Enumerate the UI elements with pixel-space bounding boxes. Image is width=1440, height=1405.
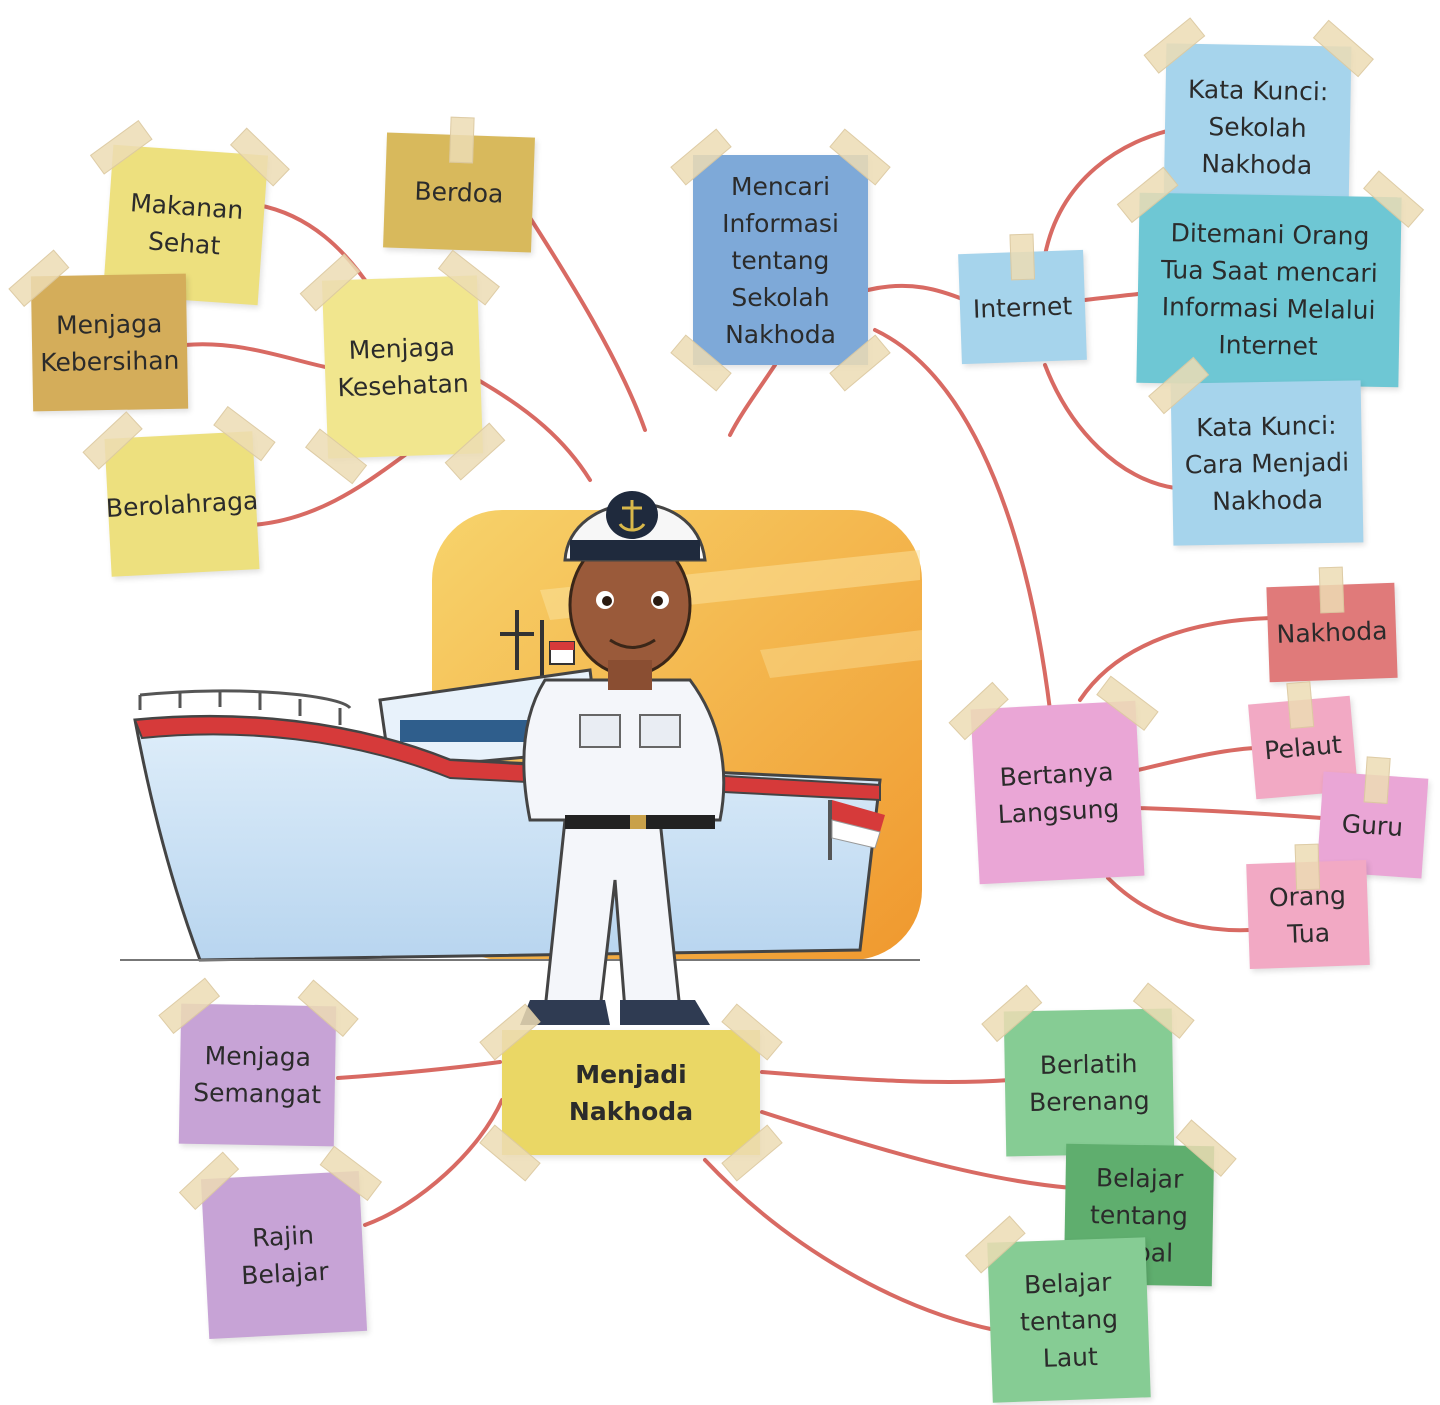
connector-makanan-to-kesehatan xyxy=(256,203,374,292)
note-label: Mencari Informasi tentang Sekolah Nakhod… xyxy=(722,171,839,349)
note-nakhoda: Nakhoda xyxy=(1266,566,1398,683)
tape xyxy=(1318,566,1345,614)
note-label: Menjaga Kebersihan xyxy=(40,308,180,377)
connector-center-to-semangat xyxy=(336,1060,502,1080)
connector-center-to-berenang xyxy=(760,1070,1012,1084)
connector-internet-to-kunci-sekolah xyxy=(1043,126,1182,257)
note-label: Pelaut xyxy=(1263,729,1343,766)
connector-bertanya-to-pelaut xyxy=(1136,746,1257,772)
note-label: Makanan Sehat xyxy=(129,188,245,261)
note-label: Belajar tentang Laut xyxy=(1019,1267,1119,1373)
note-berolahraga: Berolahraga xyxy=(82,405,276,577)
center-note-menjadi-nakhoda: Menjadi Nakhoda xyxy=(479,1003,783,1182)
connector-berdoa-to-center xyxy=(523,208,647,432)
note-belajar-laut: Belajar tentang Laut xyxy=(964,1215,1151,1403)
captain-ship-illustration xyxy=(120,491,922,1025)
note-label: Menjaga Semangat xyxy=(193,1041,322,1110)
note-menjaga-semangat: Menjaga Semangat xyxy=(158,977,359,1147)
note-label: Kata Kunci: Sekolah Nakhoda xyxy=(1187,74,1329,180)
connector-internet-to-ditemani xyxy=(1083,292,1140,302)
note-orang-tua: Orang Tua xyxy=(1246,843,1370,970)
note-menjaga-kebersihan: Menjaga Kebersihan xyxy=(8,249,189,412)
note-label: Menjaga Kesehatan xyxy=(337,332,470,403)
note-label: Kata Kunci: Cara Menjadi Nakhoda xyxy=(1184,410,1350,516)
note-mencari-informasi: Mencari Informasi tentang Sekolah Nakhod… xyxy=(670,128,891,392)
note-label: Internet xyxy=(972,290,1073,324)
connector-center-to-rajin xyxy=(363,1098,504,1227)
note-kata-kunci-cara: Kata Kunci: Cara Menjadi Nakhoda xyxy=(1148,356,1364,546)
note-rajin-belajar: Rajin Belajar xyxy=(178,1145,383,1340)
note-ditemani-orang-tua: Ditemani Orang Tua Saat mencari Informas… xyxy=(1116,166,1425,388)
connector-center-to-kapal xyxy=(760,1110,1074,1190)
connector-mencari-to-internet xyxy=(866,283,967,302)
connector-bertanya-to-nakhoda xyxy=(1078,616,1274,702)
tape xyxy=(1008,233,1035,281)
note-label: Berlatih Berenang xyxy=(1028,1048,1150,1117)
note-bertanya-langsung: Bertanya Langsung xyxy=(948,675,1159,885)
connector-kesehatan-to-center xyxy=(476,378,592,482)
note-kata-kunci-sekolah: Kata Kunci: Sekolah Nakhoda xyxy=(1143,17,1374,212)
note-berlatih-berenang: Berlatih Berenang xyxy=(981,982,1195,1157)
connector-mencari-to-center xyxy=(728,363,777,437)
connector-kebersihan-to-kesehatan xyxy=(183,342,332,370)
note-label: Berdoa xyxy=(414,176,504,209)
tape xyxy=(1286,681,1315,730)
tape xyxy=(1294,843,1321,891)
connector-internet-to-kunci-cara xyxy=(1043,363,1177,490)
note-berdoa: Berdoa xyxy=(383,116,535,253)
note-label: Ditemani Orang Tua Saat mencari Informas… xyxy=(1160,218,1378,361)
center-label: Menjadi Nakhoda xyxy=(568,1059,694,1126)
note-label: Rajin Belajar xyxy=(240,1220,330,1291)
note-label: Guru xyxy=(1340,808,1405,842)
connector-mencari-to-bertanya xyxy=(873,328,1052,712)
connector-center-to-laut xyxy=(703,1158,997,1332)
note-menjaga-kesehatan: Menjaga Kesehatan xyxy=(299,249,506,485)
connector-berolahraga-to-kesehatan xyxy=(250,453,407,527)
connector-bertanya-to-orangtua xyxy=(1106,876,1252,933)
tape xyxy=(449,116,475,164)
note-label: Berolahraga xyxy=(105,485,259,523)
tape xyxy=(1363,756,1391,804)
captain-boy-icon xyxy=(520,491,726,1025)
note-label: Bertanya Langsung xyxy=(997,756,1120,829)
note-label: Nakhoda xyxy=(1276,616,1388,649)
connector-bertanya-to-guru xyxy=(1136,806,1324,820)
note-internet: Internet xyxy=(958,233,1087,365)
